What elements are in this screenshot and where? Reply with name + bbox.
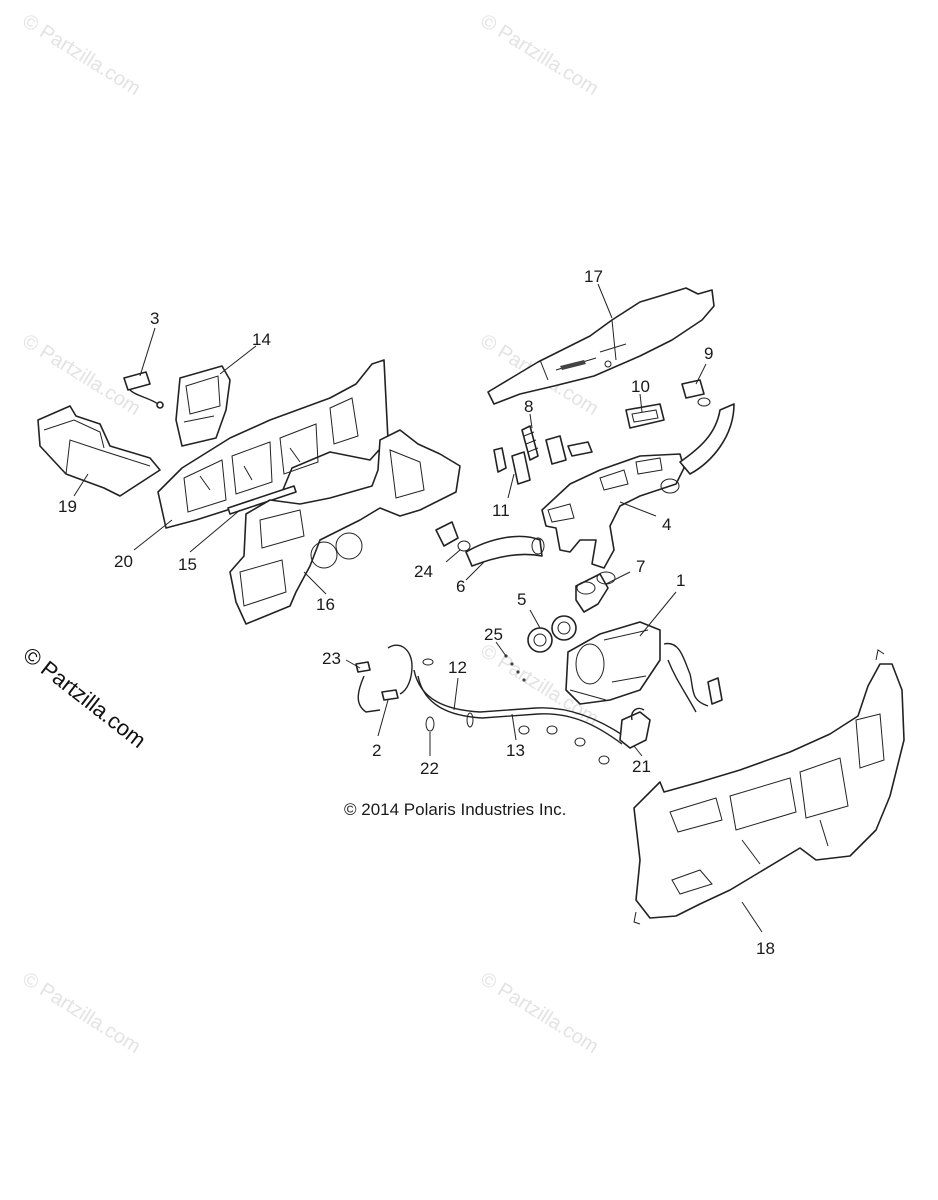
part-23-hose-clamp[interactable] xyxy=(355,644,413,713)
part-4-plenum[interactable] xyxy=(541,453,685,569)
callout-10[interactable]: 10 xyxy=(631,377,650,396)
callout-5[interactable]: 5 xyxy=(517,590,527,609)
part-15-trim-strip[interactable] xyxy=(227,485,297,515)
callout-13[interactable]: 13 xyxy=(506,741,525,760)
callout-4[interactable]: 4 xyxy=(662,515,672,534)
part-11-vents[interactable] xyxy=(493,435,593,485)
callout-16[interactable]: 16 xyxy=(316,595,335,614)
part-14-filter-box[interactable] xyxy=(175,365,231,447)
callout-23[interactable]: 23 xyxy=(322,649,341,668)
callout-2[interactable]: 2 xyxy=(372,741,382,760)
callout-12[interactable]: 12 xyxy=(448,658,467,677)
part-16-center-duct[interactable] xyxy=(229,429,461,625)
part-25-screws[interactable] xyxy=(504,654,526,682)
callout-3[interactable]: 3 xyxy=(150,309,160,328)
callout-9[interactable]: 9 xyxy=(704,344,714,363)
callout-21[interactable]: 21 xyxy=(632,757,651,776)
callout-20[interactable]: 20 xyxy=(114,552,133,571)
callout-19[interactable]: 19 xyxy=(58,497,77,516)
callout-24[interactable]: 24 xyxy=(414,562,433,581)
part-19-left-duct[interactable] xyxy=(37,405,161,497)
part-8-louver[interactable] xyxy=(521,425,539,461)
leader-lines xyxy=(73,283,763,933)
part-18-lower-dash-panel[interactable] xyxy=(633,649,905,925)
part-6-hose[interactable] xyxy=(465,535,545,567)
part-1-blower[interactable] xyxy=(565,621,723,713)
part-3-switch[interactable] xyxy=(123,371,164,409)
callout-1[interactable]: 1 xyxy=(676,571,686,590)
callout-15[interactable]: 15 xyxy=(178,555,197,574)
callout-8[interactable]: 8 xyxy=(524,397,534,416)
callout-6[interactable]: 6 xyxy=(456,577,466,596)
part-17-upper-vent-cover[interactable] xyxy=(487,287,715,405)
callout-18[interactable]: 18 xyxy=(756,939,775,958)
part-hose-upper[interactable] xyxy=(679,403,735,475)
part-21-reservoir[interactable] xyxy=(619,707,651,749)
copyright-notice: © 2014 Polaris Industries Inc. xyxy=(344,800,567,819)
callout-22[interactable]: 22 xyxy=(420,759,439,778)
part-7-elbow[interactable] xyxy=(575,571,616,613)
part-12-hose-line[interactable] xyxy=(413,658,625,745)
callout-11[interactable]: 11 xyxy=(492,501,510,520)
part-10-vent-bezel[interactable] xyxy=(625,403,665,429)
part-13-line-clips[interactable] xyxy=(466,712,610,765)
part-5-fittings[interactable] xyxy=(527,615,577,653)
part-24-grommet[interactable] xyxy=(435,521,471,552)
callout-7[interactable]: 7 xyxy=(636,557,646,576)
callout-25[interactable]: 25 xyxy=(484,625,503,644)
callout-17[interactable]: 17 xyxy=(584,267,603,286)
part-22-o-ring[interactable] xyxy=(425,716,435,732)
part-20-dash-panel[interactable] xyxy=(157,359,389,529)
part-9-grommet[interactable] xyxy=(681,379,711,407)
callout-14[interactable]: 14 xyxy=(252,330,271,349)
